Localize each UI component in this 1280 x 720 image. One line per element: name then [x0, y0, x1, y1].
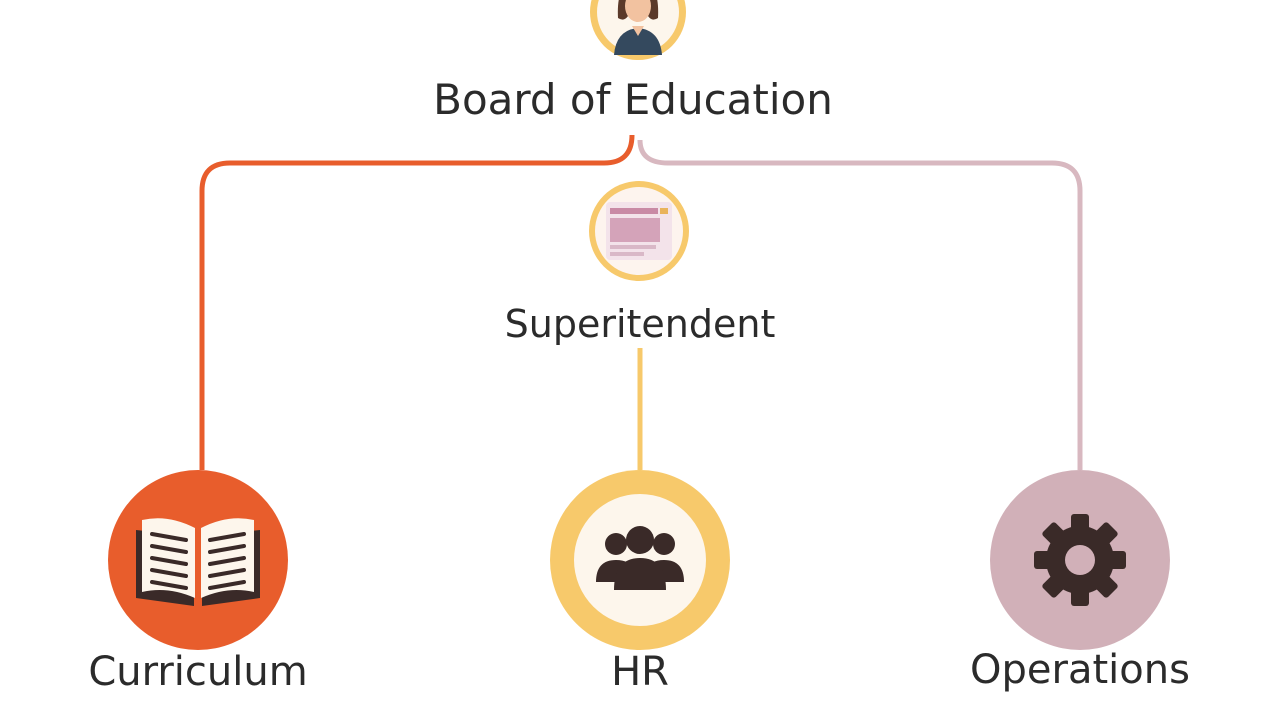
- hr-node: [550, 470, 730, 650]
- operations-node: [990, 470, 1170, 650]
- gear-icon: [1034, 514, 1126, 606]
- hr-label: HR: [611, 649, 669, 695]
- board-avatar-node: [590, 0, 686, 60]
- people-group-icon: [596, 526, 684, 590]
- open-book-icon: [136, 518, 260, 606]
- connector-board-operations: [637, 139, 1083, 470]
- person-avatar-icon: [614, 0, 662, 55]
- document-window-icon: [606, 202, 672, 260]
- board-label: Board of Education: [433, 75, 833, 124]
- curriculum-label: Curriculum: [88, 649, 308, 695]
- curriculum-node: [108, 470, 288, 650]
- superintendent-label: Superitendent: [504, 302, 776, 346]
- connector-board-curriculum: [199, 134, 635, 470]
- operations-label: Operations: [970, 647, 1190, 693]
- superintendent-node: [589, 181, 689, 281]
